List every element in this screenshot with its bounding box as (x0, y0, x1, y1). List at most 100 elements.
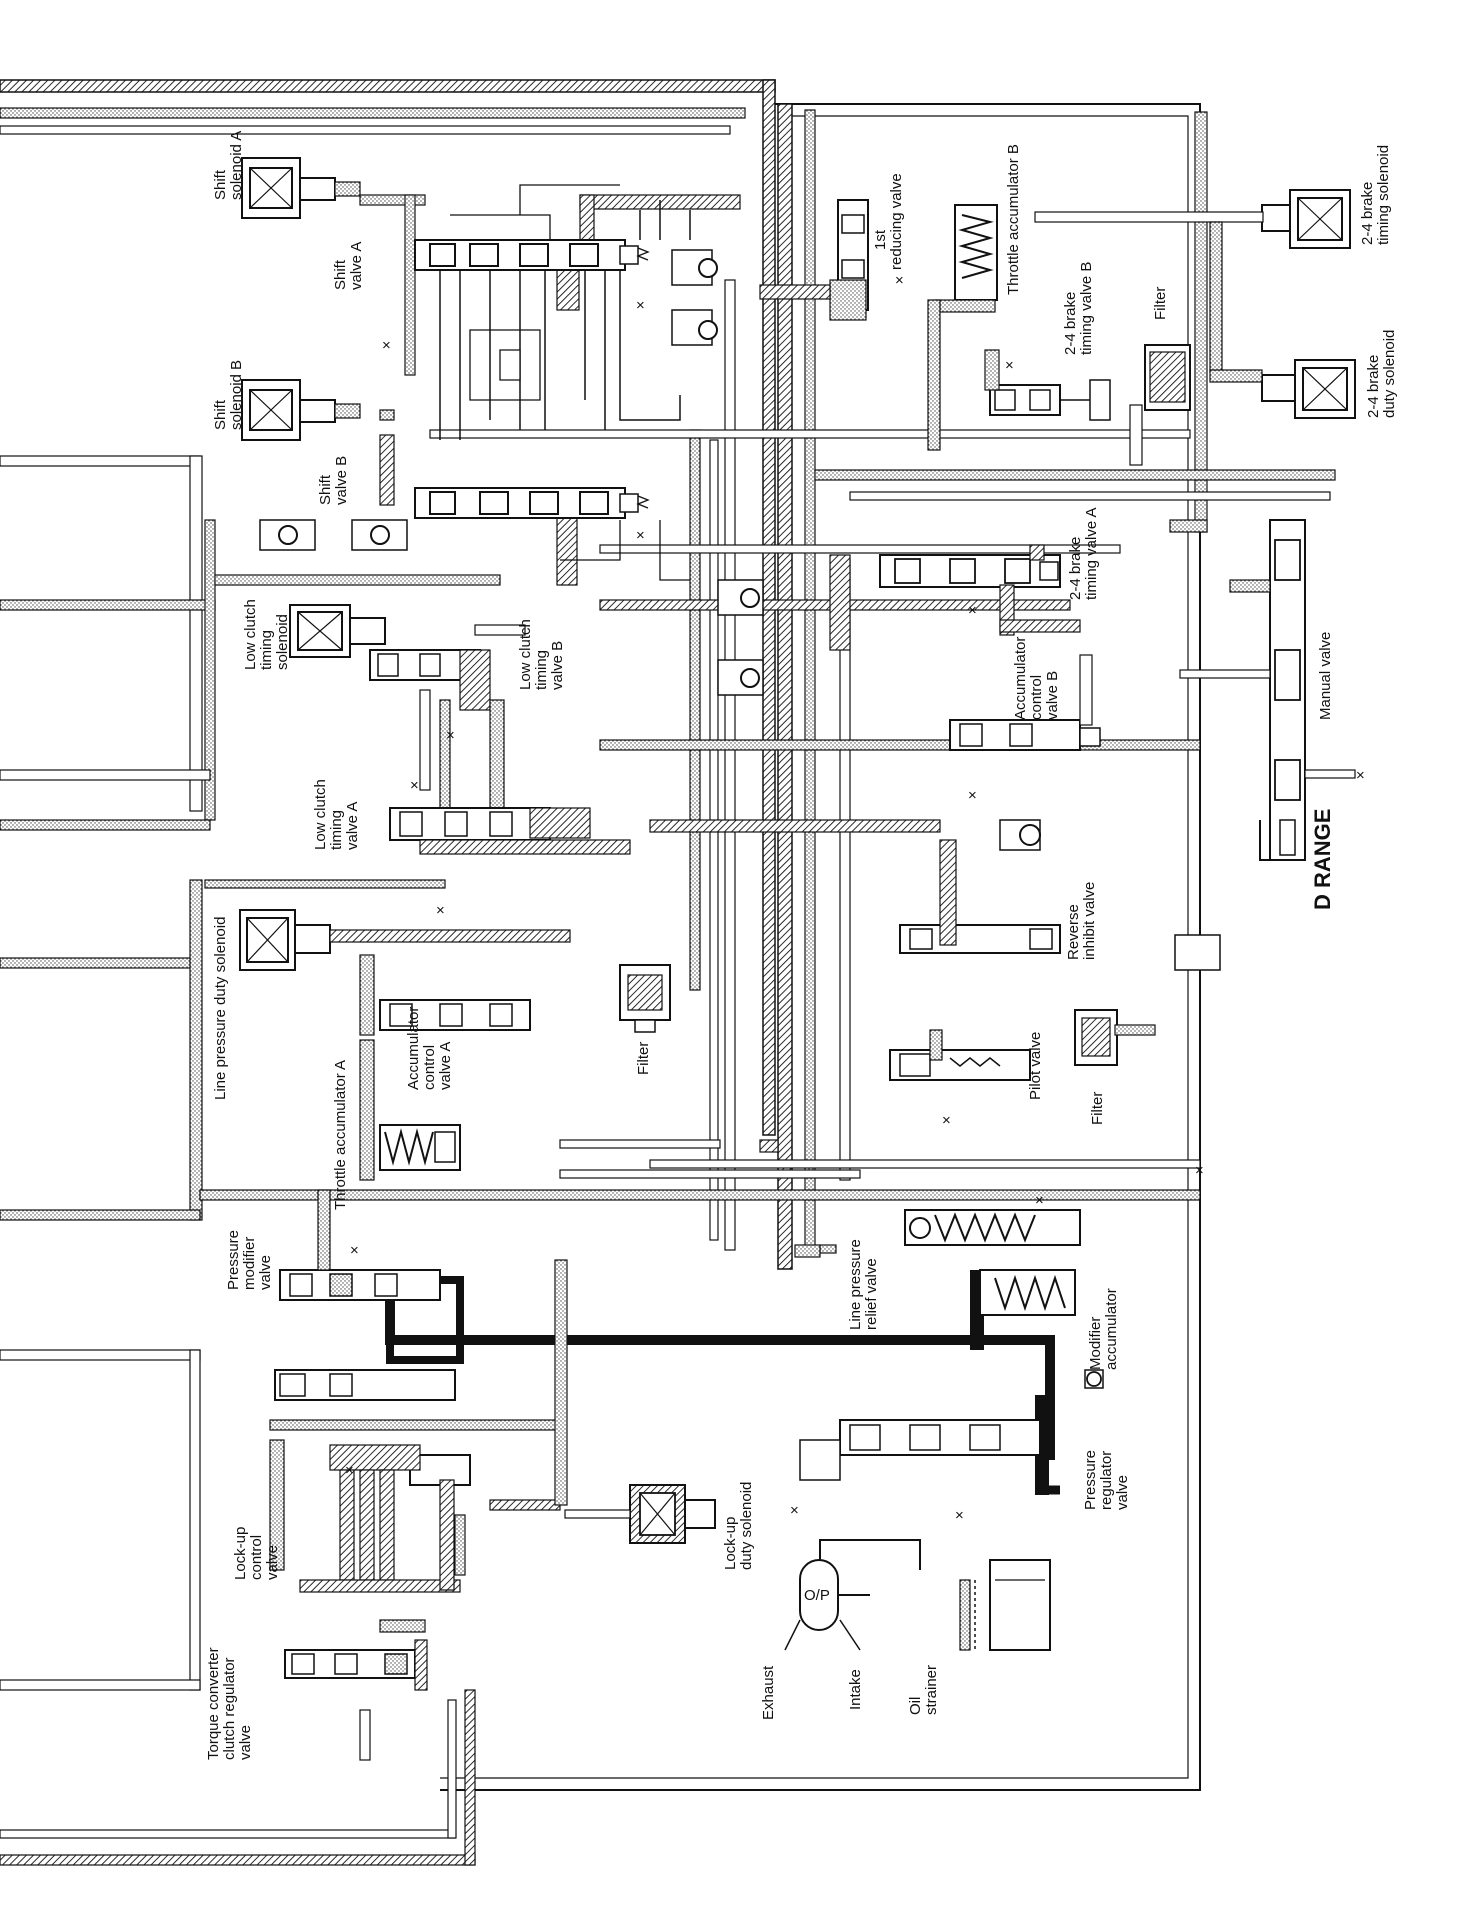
label-first-reducing-valve: 1st reducing valve (872, 173, 905, 270)
reverse-inhibit-valve-body (649, 819, 1061, 954)
line-pressure-relief-valve-body: × × (904, 1162, 1204, 1246)
svg-text:×: × (942, 1112, 951, 1129)
pump-label: O/P (804, 1587, 830, 1604)
svg-text:control: control (248, 1535, 265, 1580)
svg-text:Exhaust: Exhaust (760, 1665, 777, 1720)
svg-text:control: control (1028, 675, 1045, 720)
label-line-pressure-duty-solenoid: Line pressure duty solenoid (212, 917, 229, 1100)
svg-text:2-4 brake: 2-4 brake (1359, 182, 1376, 245)
svg-text:Shift: Shift (332, 259, 349, 290)
svg-text:reducing valve: reducing valve (888, 173, 905, 270)
label-shift-valve-b: Shift valve B (317, 456, 350, 505)
first-reducing-valve-body: × (759, 199, 904, 321)
svg-text:timing solenoid: timing solenoid (1375, 145, 1392, 245)
svg-text:duty solenoid: duty solenoid (738, 1482, 755, 1570)
svg-text:×: × (1035, 1192, 1044, 1209)
label-filter-mid: Filter (635, 1042, 652, 1075)
pilot-valve-body: × (889, 1029, 1031, 1129)
accumulator-control-valve-a-body (359, 954, 531, 1181)
svg-text:×: × (446, 727, 455, 744)
label-manual-valve: Manual valve (1317, 632, 1334, 720)
label-shift-valve-a: Shift valve A (332, 242, 365, 290)
mid-check-valves (259, 519, 1221, 971)
svg-text:Filter: Filter (1089, 1092, 1106, 1125)
label-lockup-duty-solenoid: Lock-up duty solenoid (722, 1482, 755, 1570)
svg-text:Pilot valve: Pilot valve (1027, 1032, 1044, 1100)
svg-text:valve: valve (257, 1255, 274, 1290)
svg-text:control: control (421, 1045, 438, 1090)
label-intake: Intake (847, 1669, 864, 1710)
svg-text:timing valve A: timing valve A (1083, 507, 1100, 600)
label-low-clutch-timing-valve-b: Low clutch timing valve B (517, 619, 566, 690)
label-line-pressure-relief-valve: Line pressure relief valve (847, 1239, 880, 1330)
outer-passages (0, 79, 1208, 1866)
label-shift-solenoid-b: Shift solenoid B (212, 360, 245, 430)
svg-text:Oil: Oil (907, 1697, 924, 1715)
label-oil-strainer: Oil strainer (907, 1665, 940, 1715)
svg-text:Shift: Shift (317, 474, 334, 505)
svg-text:×: × (1356, 767, 1365, 784)
svg-text:modifier: modifier (241, 1237, 258, 1290)
svg-text:1st: 1st (872, 229, 889, 250)
svg-text:×: × (1005, 357, 1014, 374)
filter-right-body (1074, 1009, 1156, 1066)
label-brake-timing-valve-b: 2-4 brake timing valve B (1062, 262, 1095, 355)
svg-text:valve B: valve B (333, 456, 350, 505)
svg-text:×: × (382, 337, 391, 354)
svg-text:clutch regulator: clutch regulator (221, 1657, 238, 1760)
svg-text:×: × (895, 272, 904, 289)
svg-text:valve: valve (237, 1725, 254, 1760)
svg-text:2-4 brake: 2-4 brake (1365, 355, 1382, 418)
label-pressure-modifier-valve: Pressure modifier valve (225, 1230, 274, 1290)
brake-timing-solenoid-body (1034, 189, 1351, 373)
svg-text:Shift: Shift (212, 169, 229, 200)
svg-text:Accumulator: Accumulator (405, 1007, 422, 1090)
svg-text:inhibit valve: inhibit valve (1081, 882, 1098, 960)
shift-solenoid-a-body (241, 157, 361, 219)
svg-text:timing: timing (328, 810, 345, 850)
svg-text:duty solenoid: duty solenoid (1381, 330, 1398, 418)
svg-text:valve B: valve B (1044, 671, 1061, 720)
pressure-regulator-valve-body: × × (790, 1369, 1104, 1524)
label-accumulator-control-valve-a: Accumulator control valve A (405, 1007, 454, 1090)
svg-text:Low clutch: Low clutch (517, 619, 534, 690)
svg-text:Modifier: Modifier (1087, 1317, 1104, 1370)
svg-text:regulator: regulator (1098, 1451, 1115, 1510)
central-trunk (199, 103, 1336, 1270)
svg-text:2-4 brake: 2-4 brake (1062, 292, 1079, 355)
throttle-accumulator-b-body (927, 204, 998, 451)
svg-text:timing: timing (533, 650, 550, 690)
svg-text:Intake: Intake (847, 1669, 864, 1710)
svg-text:×: × (636, 297, 645, 314)
svg-text:Shift: Shift (212, 399, 229, 430)
manual-valve-body: × (1179, 519, 1365, 861)
svg-text:Pressure: Pressure (1082, 1450, 1099, 1510)
label-filter-top: Filter (1152, 287, 1169, 320)
svg-text:Reverse: Reverse (1065, 904, 1082, 960)
label-brake-timing-valve-a: 2-4 brake timing valve A (1067, 507, 1100, 600)
label-low-clutch-timing-solenoid: Low clutch timing solenoid (242, 599, 291, 670)
svg-text:solenoid: solenoid (274, 614, 291, 670)
brake-timing-valve-a-body: × (829, 544, 1081, 651)
lockup-duty-solenoid-body (564, 1484, 716, 1544)
label-brake-timing-solenoid: 2-4 brake timing solenoid (1359, 145, 1392, 245)
label-low-clutch-timing-valve-a: Low clutch timing valve A (312, 779, 361, 850)
label-d-range: D RANGE (1310, 809, 1335, 910)
svg-text:timing valve B: timing valve B (1078, 262, 1095, 355)
svg-text:×: × (345, 1462, 354, 1479)
svg-text:Accumulator: Accumulator (1012, 637, 1029, 720)
svg-text:Line pressure: Line pressure (847, 1239, 864, 1330)
svg-text:timing: timing (258, 630, 275, 670)
svg-text:Torque converter: Torque converter (205, 1647, 222, 1760)
upper-valve-block: × × × (359, 184, 741, 586)
label-throttle-accumulator-b: Throttle accumulator B (1005, 144, 1022, 295)
svg-text:valve: valve (264, 1545, 281, 1580)
label-pilot-valve: Pilot valve (1027, 1032, 1044, 1100)
modifier-accumulator-body (979, 1269, 1076, 1316)
low-clutch-timing-solenoid-body (214, 574, 501, 658)
label-shift-solenoid-a: Shift solenoid A (212, 131, 245, 200)
label-reverse-inhibit-valve: Reverse inhibit valve (1065, 882, 1098, 960)
lockup-control-valve-body: × (269, 1259, 568, 1593)
svg-text:×: × (410, 777, 419, 794)
label-lockup-control-valve: Lock-up control valve (232, 1527, 281, 1580)
